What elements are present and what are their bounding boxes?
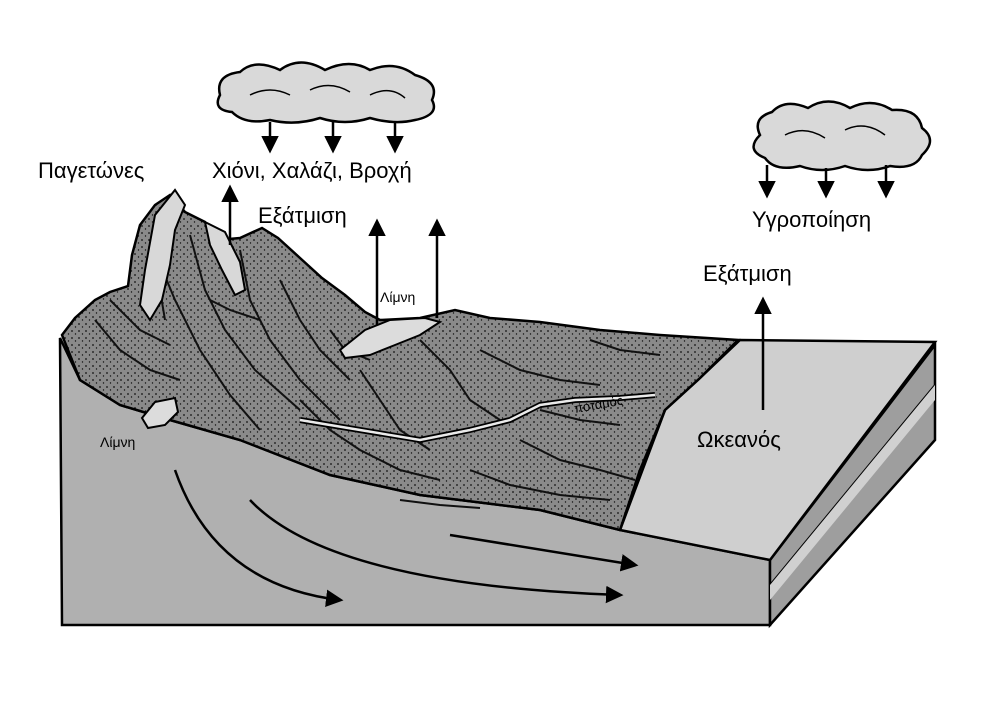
cloud-left-shape bbox=[216, 61, 436, 124]
label-lake-lower: Λίμνη bbox=[100, 434, 135, 450]
label-lake-upper: Λίμνη bbox=[380, 289, 415, 305]
label-precipitation: Χιόνι, Χαλάζι, Βροχή bbox=[212, 158, 412, 183]
label-condensation: Υγροποίηση bbox=[752, 207, 871, 232]
glacier-2 bbox=[203, 220, 247, 297]
label-evaporation-ocean: Εξάτμιση bbox=[703, 261, 792, 286]
terrain-block bbox=[58, 337, 938, 629]
flow-arrow-2 bbox=[249, 499, 624, 604]
cloud-left bbox=[216, 61, 436, 154]
flow-arrow-3 bbox=[449, 533, 639, 572]
glacier-1 bbox=[138, 188, 187, 322]
cloud-right-shape bbox=[752, 100, 932, 172]
flow-arrow-1 bbox=[173, 469, 344, 608]
lower-lake bbox=[140, 396, 180, 430]
label-ocean: Ωκεανός bbox=[697, 427, 781, 452]
mountain-range bbox=[60, 188, 741, 532]
cloud-right bbox=[752, 100, 932, 199]
groundwater-flow bbox=[173, 469, 639, 608]
label-evaporation-land: Εξάτμιση bbox=[258, 203, 347, 228]
label-glaciers: Παγετώνες bbox=[38, 158, 144, 183]
evaporation-arrows bbox=[221, 184, 772, 410]
